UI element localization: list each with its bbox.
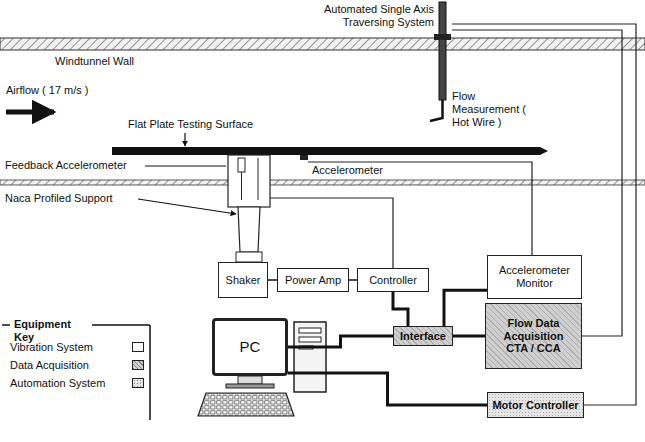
monitor-base bbox=[226, 384, 274, 388]
motor-cable bbox=[452, 24, 636, 405]
legend-rule bbox=[149, 325, 151, 420]
traverse-mount bbox=[434, 34, 451, 40]
connector bbox=[349, 279, 357, 281]
monitor-box: Accelerometer Monitor bbox=[487, 255, 582, 299]
support-label: Naca Profiled Support bbox=[5, 192, 145, 205]
connector bbox=[453, 335, 485, 338]
feedback-wire bbox=[270, 198, 393, 268]
shaker-head bbox=[236, 252, 262, 262]
plate-label: Flat Plate Testing Surface bbox=[128, 118, 298, 131]
connector bbox=[444, 290, 487, 326]
legend-entry: Data Acquisition bbox=[10, 358, 160, 372]
sensor-lead bbox=[241, 172, 242, 200]
box-label: Shaker bbox=[226, 274, 261, 287]
drive-bay bbox=[299, 328, 321, 333]
legend-text: Vibration System bbox=[10, 341, 93, 353]
keyboard bbox=[198, 393, 294, 416]
sensor-label: Accelerometer bbox=[312, 164, 412, 177]
interface-box: Interface bbox=[393, 326, 453, 346]
hot-wire-probe bbox=[430, 100, 443, 121]
connector bbox=[288, 336, 393, 347]
pc-monitor: PC bbox=[212, 318, 288, 376]
plate-accelerometer bbox=[300, 155, 308, 160]
probe-label: Flow Measurement ( Hot Wire ) bbox=[452, 90, 544, 130]
connector bbox=[288, 373, 487, 405]
wall-label: Windtunnel Wall bbox=[55, 55, 175, 68]
drive-bay bbox=[299, 337, 321, 342]
legend-swatch bbox=[132, 342, 144, 352]
box-label: Accelerometer Monitor bbox=[492, 264, 577, 289]
feedback-accelerometer bbox=[238, 158, 245, 172]
shaker-box: Shaker bbox=[218, 262, 268, 298]
plate-pointer bbox=[184, 133, 185, 146]
box-label: Motor Controller bbox=[492, 399, 578, 412]
naca-support bbox=[238, 207, 260, 252]
connector bbox=[393, 292, 408, 326]
airflow-arrow bbox=[6, 110, 54, 115]
airflow-label: Airflow ( 17 m/s ) bbox=[6, 84, 146, 97]
legend-rule bbox=[2, 324, 10, 326]
legend-entry: Vibration System bbox=[10, 340, 160, 354]
connector bbox=[268, 279, 277, 281]
controller-box: Controller bbox=[357, 268, 429, 292]
legend-swatch bbox=[132, 360, 144, 370]
legend-entry: Automation System bbox=[10, 376, 160, 390]
legend-swatch bbox=[132, 378, 144, 388]
legend-text: Automation System bbox=[10, 377, 105, 389]
traverse-rod bbox=[439, 2, 446, 100]
acquisition-box: Flow Data AcquisitionCTA / CCA bbox=[485, 303, 582, 369]
tunnel-wall bbox=[0, 38, 645, 50]
support-pointer bbox=[138, 199, 236, 214]
sensor-label: Feedback Accelerometer bbox=[5, 159, 145, 172]
pc-tower bbox=[294, 322, 326, 392]
box-label: Power Amp bbox=[285, 274, 341, 287]
box-label: CTA / CCA bbox=[506, 342, 560, 355]
box-label: Controller bbox=[369, 274, 417, 287]
leader-line bbox=[145, 166, 226, 167]
box-label: PC bbox=[240, 338, 261, 355]
tunnel-floor bbox=[0, 180, 645, 185]
monitor-stand bbox=[238, 376, 262, 384]
traverse-label: Automated Single Axis Traversing System bbox=[296, 3, 434, 29]
legend-rule bbox=[92, 324, 150, 326]
box-label: Interface bbox=[400, 330, 446, 343]
sensor-lead bbox=[258, 158, 259, 200]
motor-controller-box: Motor Controller bbox=[487, 392, 584, 418]
sensor-housing bbox=[228, 155, 270, 207]
flat-plate bbox=[112, 147, 548, 155]
accelerometer-wire bbox=[308, 162, 532, 255]
amplifier-box: Power Amp bbox=[277, 268, 349, 292]
legend-text: Data Acquisition bbox=[10, 359, 89, 371]
box-label: Flow Data Acquisition bbox=[490, 317, 577, 342]
legend-title: Equipment Key bbox=[14, 318, 94, 344]
